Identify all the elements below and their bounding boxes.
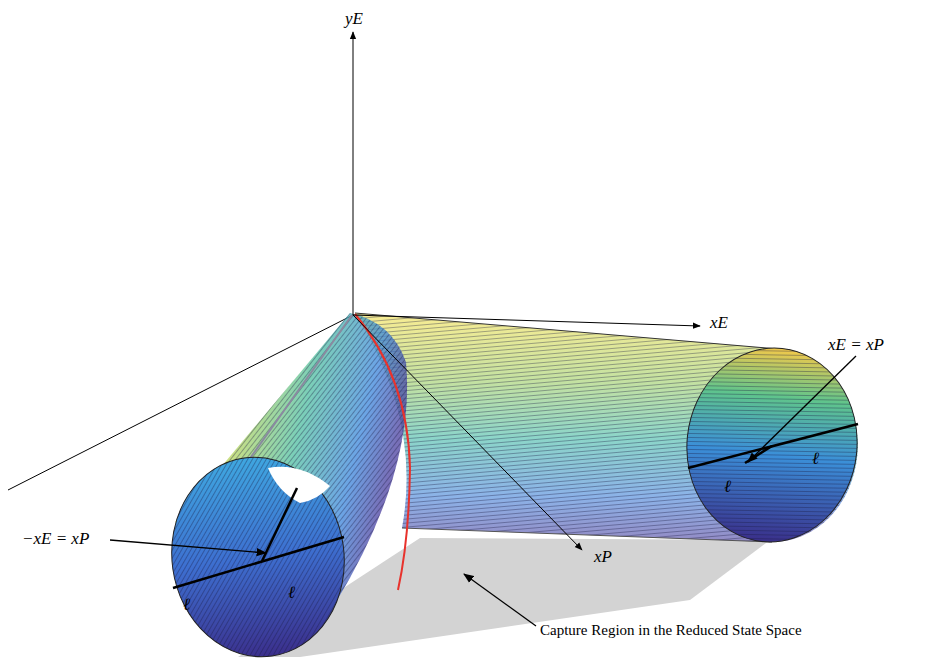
axis-label: yE [345, 10, 363, 29]
axis-label: xE [710, 314, 728, 333]
equation-label: −xE = xP [22, 530, 89, 549]
axis-label: xP [594, 548, 612, 567]
length-label: ℓ [724, 478, 731, 497]
length-label: ℓ [288, 584, 295, 603]
length-label: ℓ [812, 450, 819, 469]
equation-label: xE = xP [828, 336, 884, 355]
caption-label: Capture Region in the Reduced State Spac… [540, 622, 802, 639]
length-label: ℓ [183, 596, 190, 615]
